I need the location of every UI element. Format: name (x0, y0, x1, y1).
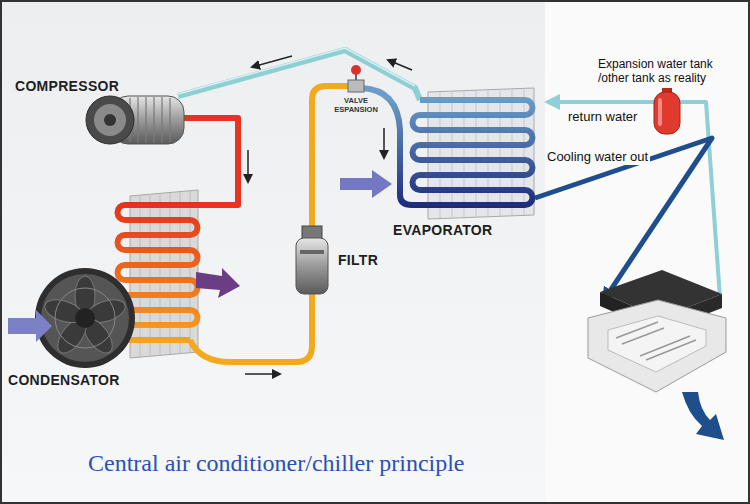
part-label: VALVE ESPANSION (332, 97, 380, 114)
flow-label: return water (568, 110, 637, 125)
cassette-unit (608, 316, 706, 372)
air-out-arrow (682, 392, 724, 440)
liquid-pipe (190, 294, 312, 362)
cassette-unit (588, 270, 726, 392)
flow-direction-arrow (388, 60, 412, 70)
compressor-symbol (86, 96, 134, 144)
flow-direction-arrow (245, 373, 280, 375)
compressor-symbol (86, 96, 184, 144)
compressor-symbol (130, 97, 170, 143)
expansion-valve (351, 65, 361, 75)
evaporator-fins (428, 88, 534, 219)
discharge-pipe (184, 118, 238, 205)
air-flow-arrow (8, 170, 392, 342)
air-flow-arrow (340, 170, 392, 198)
evaporator-fins (428, 88, 534, 219)
flow-direction-arrow (383, 128, 385, 158)
water-pipe (535, 138, 712, 300)
condenser-fan (55, 288, 115, 348)
expansion-tank (658, 98, 662, 126)
condenser-fan (35, 268, 135, 368)
compressor-symbol (94, 104, 126, 136)
expansion-valve (348, 65, 364, 92)
part-label: CONDENSATOR (8, 372, 120, 388)
expansion-tank (654, 88, 680, 134)
flow-direction-arrow (247, 150, 249, 182)
liquid-pipe (190, 86, 350, 362)
part-label: COMPRESSOR (15, 78, 119, 94)
evaporator-fins (440, 88, 524, 218)
caption: Central air conditioner/chiller principl… (88, 450, 465, 478)
flow-label: Cooling water out (545, 150, 650, 165)
condenser-fan (41, 274, 129, 362)
evaporator-coil (362, 88, 533, 205)
condenser-fins (130, 190, 198, 358)
suction-pipe (178, 48, 415, 94)
filter-symbol (300, 250, 324, 254)
filter-symbol (296, 226, 328, 294)
cassette-unit (588, 300, 726, 392)
cassette-unit (616, 322, 696, 360)
part-label: FILTR (338, 252, 378, 268)
flow-direction-arrow (252, 56, 292, 67)
discharge-pipe (184, 118, 238, 205)
flow-direction-arrow (245, 56, 412, 374)
background (545, 0, 750, 504)
condenser-fan (75, 308, 95, 328)
tank-note: Expansion water tank /other tank as real… (598, 58, 740, 86)
evaporator-coil (362, 88, 533, 205)
air-flow-arrow (8, 310, 52, 342)
water-pipe (548, 102, 720, 298)
air-flow-arrow (196, 268, 240, 298)
filter-symbol (296, 238, 328, 294)
condenser-fan (35, 268, 135, 368)
condenser-fins (140, 191, 190, 357)
expansion-tank (654, 92, 680, 134)
compressor-symbol (104, 114, 116, 126)
air-out-arrow (682, 392, 724, 440)
condenser-fins (130, 190, 198, 358)
water-pipe (535, 102, 720, 300)
expansion-valve (348, 80, 364, 92)
part-label: EVAPORATOR (393, 222, 492, 238)
